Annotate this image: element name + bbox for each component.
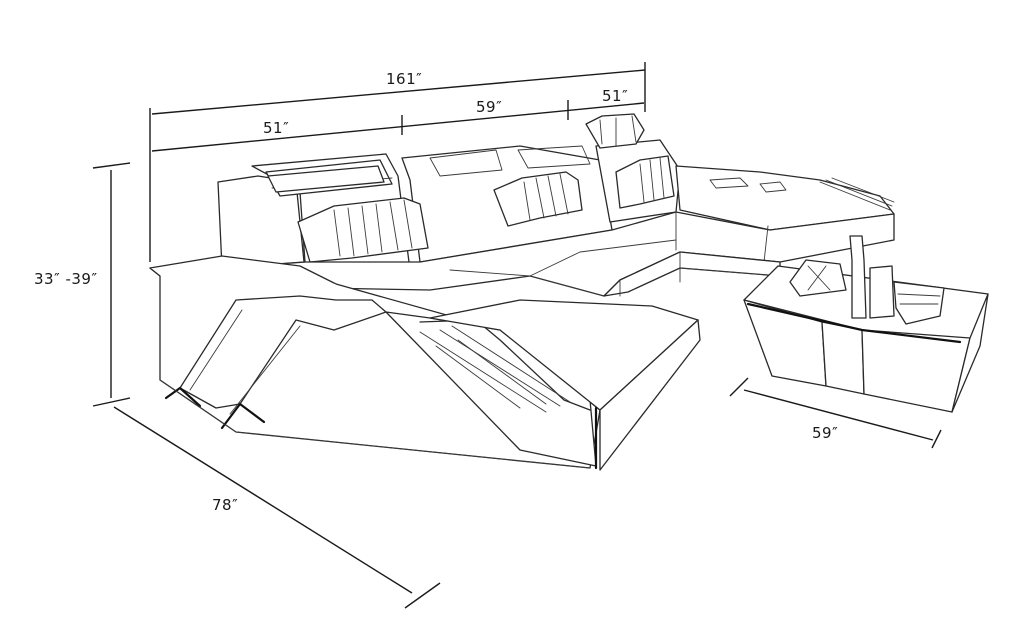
pillow-left	[297, 197, 429, 263]
pillow-middle	[493, 171, 583, 227]
dimension-lines	[92, 62, 942, 609]
dimension-right-depth: 59″	[812, 424, 839, 442]
dimension-chaise-depth: 78″	[212, 496, 239, 514]
dimension-overall-width: 161″	[386, 70, 423, 88]
sofa	[149, 113, 895, 471]
pillow-right	[615, 155, 675, 209]
dimension-segment-left: 51″	[263, 119, 290, 137]
coffee-table	[743, 235, 989, 413]
dimension-segment-middle: 59″	[476, 98, 503, 116]
dimension-height: 33″ -39″	[34, 270, 98, 288]
dimension-segment-right: 51″	[602, 87, 629, 105]
